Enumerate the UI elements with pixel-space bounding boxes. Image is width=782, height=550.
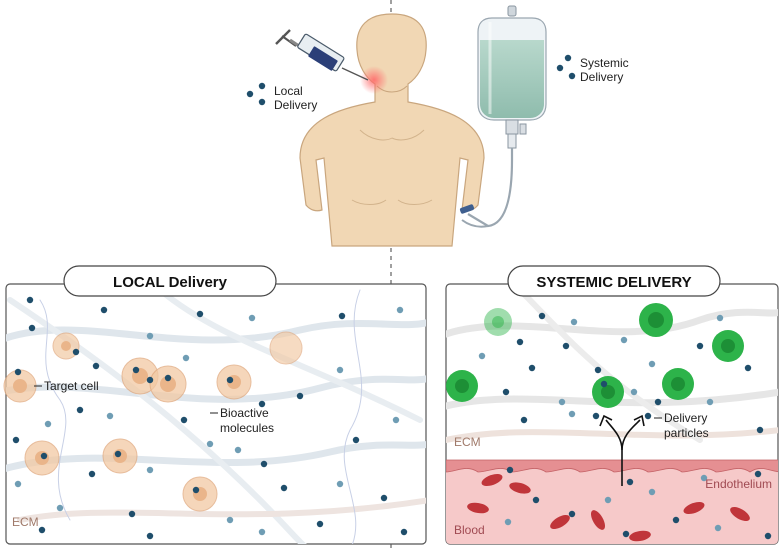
- cell-icon: [446, 370, 478, 402]
- systemic-delivery-top-label: Systemic Delivery: [556, 54, 629, 84]
- bioactive-label-2: molecules: [220, 421, 274, 435]
- red-blood-cell-icon: [629, 530, 651, 542]
- local-delivery-text-1: Local: [274, 84, 303, 98]
- delivery-particles-label-1: Delivery: [664, 411, 707, 425]
- endothelium-layer: [446, 459, 778, 473]
- cell-icon: [484, 308, 512, 336]
- cell-icon: [639, 303, 673, 337]
- red-blood-cell-icon: [467, 502, 489, 514]
- cell-icon: [121, 357, 159, 395]
- systemic-title-text: SYSTEMIC DELIVERY: [536, 274, 691, 291]
- local-title-text: LOCAL Delivery: [113, 274, 228, 291]
- cell-icon: [182, 476, 218, 512]
- systemic-panel-title: SYSTEMIC DELIVERY: [507, 265, 721, 297]
- blood-label: Blood: [454, 523, 485, 537]
- cell-icon: [149, 365, 187, 403]
- endothelium-label: Endothelium: [705, 477, 772, 491]
- red-blood-cell-icon: [591, 510, 605, 530]
- local-delivery-top-label: Local Delivery: [246, 82, 317, 112]
- cell-icon: [662, 368, 694, 400]
- local-molecules: [12, 296, 408, 540]
- cell-icon: [269, 331, 303, 365]
- red-blood-cells: [467, 473, 750, 542]
- local-panel-title: LOCAL Delivery: [63, 265, 277, 297]
- injection-site: [360, 66, 388, 94]
- local-delivery-text-2: Delivery: [274, 98, 317, 112]
- systemic-delivery-text-1: Systemic: [580, 56, 629, 70]
- target-cell-label: Target cell: [44, 379, 99, 393]
- extravasation-arrows: [599, 414, 645, 486]
- red-blood-cell-icon: [481, 473, 503, 487]
- systemic-panel: Delivery particles ECM Endothelium Blood: [445, 283, 779, 545]
- systemic-cells: [446, 303, 744, 408]
- local-ecm-fibers: [6, 287, 426, 544]
- systemic-delivery-text-2: Delivery: [580, 70, 623, 84]
- cell-icon: [592, 376, 624, 408]
- red-blood-cell-icon: [509, 482, 531, 494]
- blood-vessel: [446, 460, 778, 544]
- cell-icon: [52, 332, 80, 360]
- systemic-particles: [478, 312, 772, 540]
- local-panel: Target cell Bioactive molecules ECM: [3, 283, 427, 545]
- local-cells: [3, 331, 303, 512]
- syringe-icon: [275, 29, 369, 81]
- red-blood-cell-icon: [550, 515, 570, 529]
- iv-bag-icon: [459, 5, 547, 228]
- systemic-ecm-label: ECM: [454, 435, 481, 449]
- bioactive-label-1: Bioactive: [220, 406, 269, 420]
- red-blood-cell-icon: [730, 507, 750, 521]
- delivery-particles-label-2: particles: [664, 426, 709, 440]
- local-ecm-label: ECM: [12, 515, 39, 529]
- cell-icon: [216, 364, 252, 400]
- red-blood-cell-icon: [683, 501, 705, 515]
- cell-icon: [712, 330, 744, 362]
- cell-icon: [3, 369, 37, 403]
